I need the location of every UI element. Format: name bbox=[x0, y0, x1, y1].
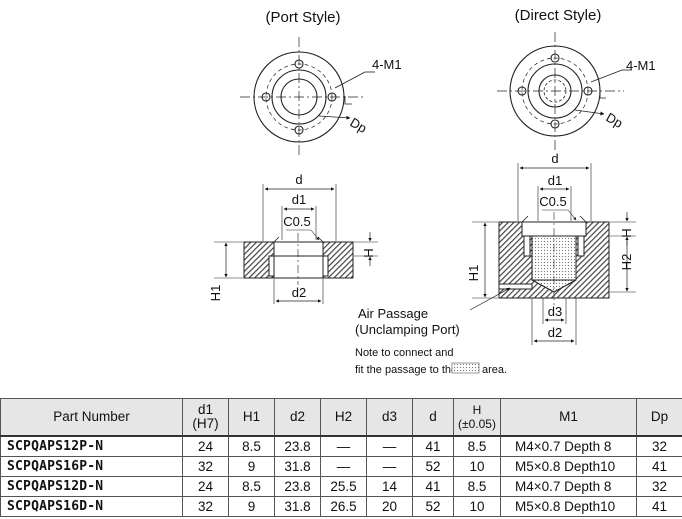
specification-table: Part Number d1(H7) H1 d2 H2 d3 d H(±0.05… bbox=[0, 398, 682, 517]
d2-cell: 23.8 bbox=[274, 476, 321, 497]
d-cell: 52 bbox=[412, 456, 454, 477]
header-part-number: Part Number bbox=[0, 398, 183, 437]
dp-cell: 41 bbox=[636, 456, 682, 477]
unclamping-port-label: (Unclamping Port) bbox=[355, 322, 460, 337]
header-h2: H2 bbox=[320, 398, 367, 437]
dp-cell: 41 bbox=[636, 496, 682, 517]
port-h1-label: H1 bbox=[208, 285, 223, 302]
dp-cell: 32 bbox=[636, 435, 682, 457]
h2-cell: — bbox=[320, 456, 367, 477]
d-cell: 52 bbox=[412, 496, 454, 517]
direct-h2-label: H2 bbox=[619, 254, 634, 271]
port-d1-label: d1 bbox=[292, 192, 306, 207]
direct-h1-label: H1 bbox=[466, 265, 481, 282]
direct-dp-label: Dp bbox=[604, 110, 626, 131]
d2-cell: 31.8 bbox=[274, 456, 321, 477]
port-dp-label: Dp bbox=[348, 115, 370, 136]
d-cell: 41 bbox=[412, 435, 454, 457]
header-h1: H1 bbox=[228, 398, 275, 437]
header-d2: d2 bbox=[274, 398, 321, 437]
part-number-cell: SCPQAPS12P-N bbox=[0, 435, 183, 457]
h1-cell: 9 bbox=[228, 456, 275, 477]
direct-h-label: H bbox=[619, 228, 634, 237]
port-d-label: d bbox=[295, 172, 302, 187]
technical-drawing: (Port Style) (Direct Style) 4-M1 Dp bbox=[208, 7, 656, 376]
table-row: SCPQAPS16P-N 32 9 31.8 — — 52 10 M5×0.8 … bbox=[0, 456, 682, 477]
part-number-cell: SCPQAPS16D-N bbox=[0, 496, 183, 517]
h-cell: 10 bbox=[453, 496, 501, 517]
m1-cell: M4×0.7 Depth 8 bbox=[500, 435, 637, 457]
note-line-2a: fit the passage to the bbox=[355, 364, 457, 376]
direct-style-title: (Direct Style) bbox=[515, 7, 602, 24]
port-c05-label: C0.5 bbox=[283, 214, 310, 229]
air-passage-label: Air Passage bbox=[358, 306, 428, 321]
d2-cell: 23.8 bbox=[274, 435, 321, 457]
direct-d2-label: d2 bbox=[548, 325, 562, 340]
dotted-area-swatch bbox=[451, 362, 480, 374]
h1-cell: 9 bbox=[228, 496, 275, 517]
h2-cell: 25.5 bbox=[320, 476, 367, 497]
port-style-title: (Port Style) bbox=[265, 9, 340, 26]
d1-cell: 24 bbox=[182, 435, 229, 457]
d1-cell: 24 bbox=[182, 476, 229, 497]
direct-d3-label: d3 bbox=[548, 304, 562, 319]
note-line-1: Note to connect and bbox=[355, 347, 453, 359]
header-d: d bbox=[412, 398, 454, 437]
d3-cell: — bbox=[366, 435, 413, 457]
port-style-top-view bbox=[240, 37, 375, 158]
d1-cell: 32 bbox=[182, 496, 229, 517]
direct-d-label: d bbox=[551, 151, 558, 166]
port-style-section-view bbox=[214, 184, 378, 304]
part-number-cell: SCPQAPS12D-N bbox=[0, 476, 183, 497]
h2-cell: — bbox=[320, 435, 367, 457]
d3-cell: — bbox=[366, 456, 413, 477]
direct-style-top-view bbox=[497, 32, 632, 152]
h-cell: 10 bbox=[453, 456, 501, 477]
header-d3: d3 bbox=[366, 398, 413, 437]
h1-cell: 8.5 bbox=[228, 435, 275, 457]
header-h: H(±0.05) bbox=[453, 398, 501, 437]
note-line-2b: area. bbox=[482, 364, 507, 376]
h-cell: 8.5 bbox=[453, 476, 501, 497]
h-cell: 8.5 bbox=[453, 435, 501, 457]
direct-d1-label: d1 bbox=[548, 173, 562, 188]
h1-cell: 8.5 bbox=[228, 476, 275, 497]
direct-style-section-view bbox=[469, 163, 636, 345]
d3-cell: 14 bbox=[366, 476, 413, 497]
direct-c05-label: C0.5 bbox=[539, 194, 566, 209]
m1-cell: M5×0.8 Depth10 bbox=[500, 496, 637, 517]
port-h-label: H bbox=[361, 248, 376, 257]
table-header-row: Part Number d1(H7) H1 d2 H2 d3 d H(±0.05… bbox=[0, 398, 682, 437]
part-number-cell: SCPQAPS16P-N bbox=[0, 456, 183, 477]
d1-cell: 32 bbox=[182, 456, 229, 477]
dp-cell: 32 bbox=[636, 476, 682, 497]
m1-cell: M4×0.7 Depth 8 bbox=[500, 476, 637, 497]
header-dp: Dp bbox=[636, 398, 682, 437]
header-d1: d1(H7) bbox=[182, 398, 229, 437]
table-row: SCPQAPS12P-N 24 8.5 23.8 — — 41 8.5 M4×0… bbox=[0, 435, 682, 457]
d-cell: 41 bbox=[412, 476, 454, 497]
table-row: SCPQAPS16D-N 32 9 31.8 26.5 20 52 10 M5×… bbox=[0, 496, 682, 517]
table-row: SCPQAPS12D-N 24 8.5 23.8 25.5 14 41 8.5 … bbox=[0, 476, 682, 497]
direct-4m1-label: 4-M1 bbox=[626, 58, 656, 73]
m1-cell: M5×0.8 Depth10 bbox=[500, 456, 637, 477]
port-d2-label: d2 bbox=[292, 285, 306, 300]
header-m1: M1 bbox=[500, 398, 637, 437]
d2-cell: 31.8 bbox=[274, 496, 321, 517]
d3-cell: 20 bbox=[366, 496, 413, 517]
port-4m1-label: 4-M1 bbox=[372, 57, 402, 72]
h2-cell: 26.5 bbox=[320, 496, 367, 517]
